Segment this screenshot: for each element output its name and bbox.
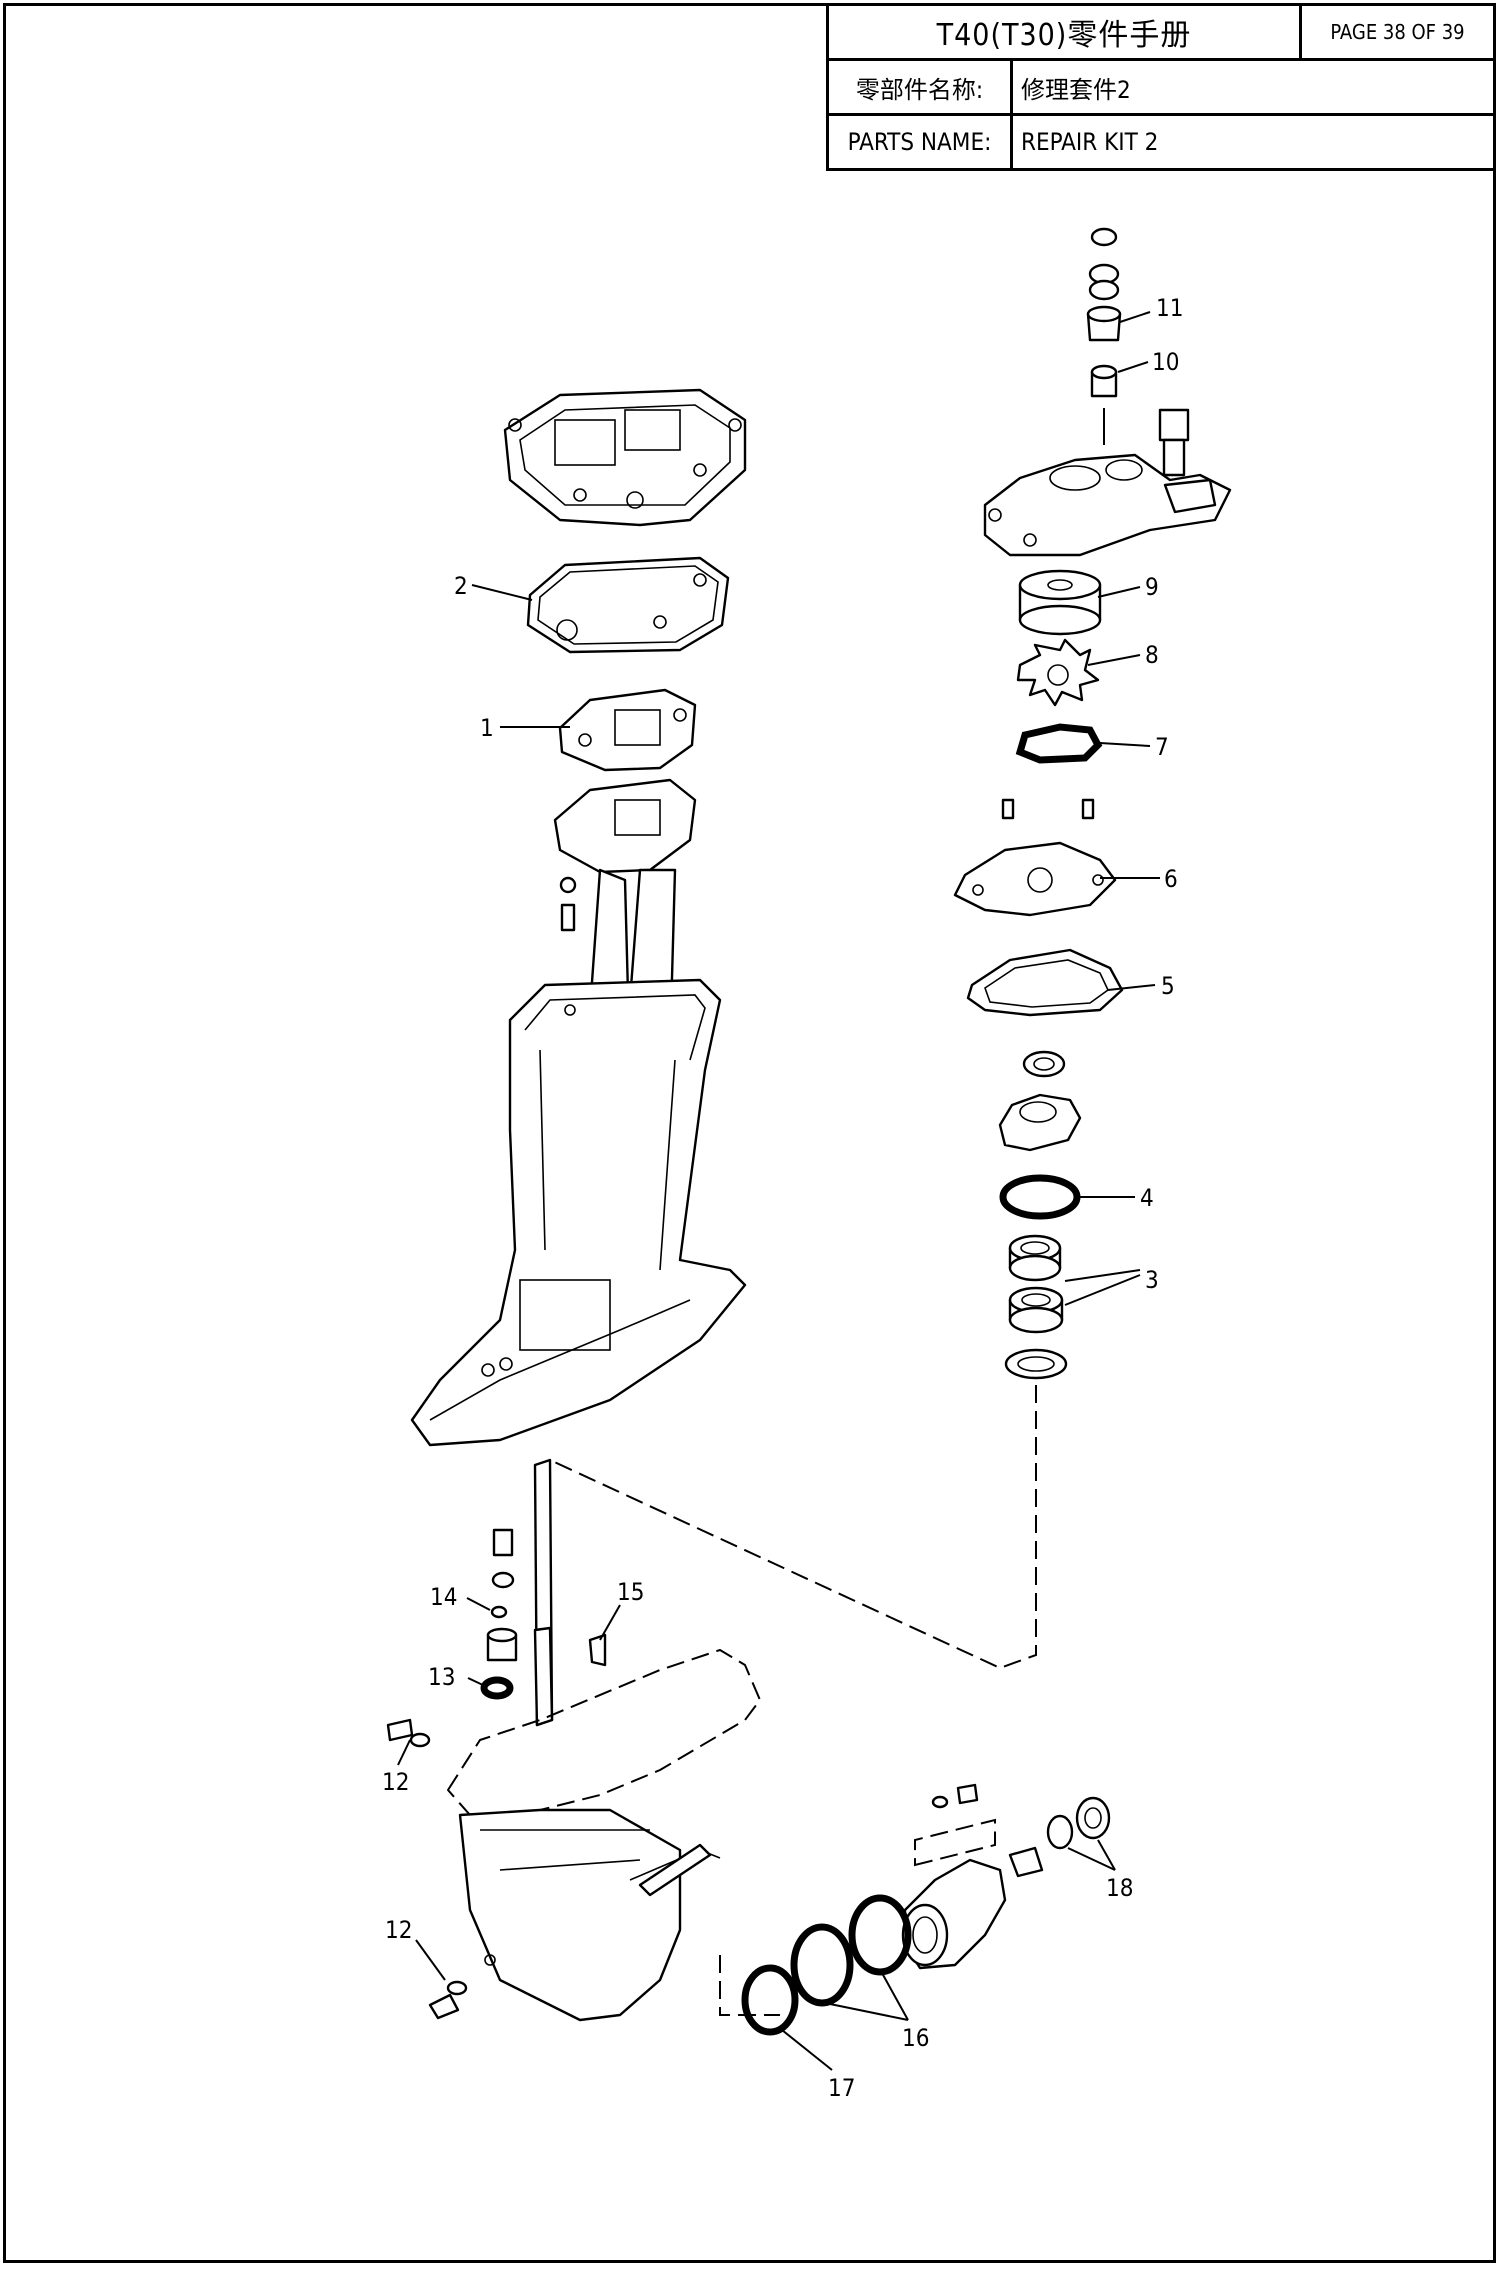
callout-10: 10 xyxy=(1152,348,1179,376)
title-block: T40(T30)零件手册 PAGE 38 OF 39 零部件名称: 修理套件2 … xyxy=(826,3,1496,171)
callout-1: 1 xyxy=(480,714,494,742)
parts-name-label-cn: 零部件名称: xyxy=(826,58,1013,116)
lower-unit xyxy=(386,1458,1111,2036)
leader-lines xyxy=(397,311,1160,2071)
callout-2: 2 xyxy=(454,572,468,600)
callout-labels: 1 2 3 4 5 6 7 8 9 10 11 12 12 13 14 15 1… xyxy=(382,294,1183,2102)
gasket-part-2 xyxy=(526,556,730,654)
callout-3: 3 xyxy=(1145,1266,1159,1294)
callout-6: 6 xyxy=(1164,865,1178,893)
callout-17: 17 xyxy=(828,2074,855,2102)
callout-5: 5 xyxy=(1161,972,1175,1000)
parts-name-value-cn: 修理套件2 xyxy=(1010,58,1496,116)
callout-16: 16 xyxy=(902,2024,929,2052)
callout-7: 7 xyxy=(1155,733,1169,761)
callout-8: 8 xyxy=(1145,641,1159,669)
manual-title: T40(T30)零件手册 xyxy=(826,3,1302,61)
callout-12a: 12 xyxy=(382,1768,409,1796)
water-pump-stack xyxy=(953,227,1232,1380)
callout-18: 18 xyxy=(1106,1874,1133,1902)
parts-name-label-en: PARTS NAME: xyxy=(826,113,1013,171)
callout-13: 13 xyxy=(428,1663,455,1691)
callout-14: 14 xyxy=(430,1583,457,1611)
page-number: PAGE 38 OF 39 xyxy=(1299,3,1496,61)
exhaust-gasket-part-1 xyxy=(558,688,697,772)
callout-4: 4 xyxy=(1140,1184,1154,1212)
callout-9: 9 xyxy=(1145,573,1159,601)
engine-base-plate xyxy=(503,388,747,527)
callout-15: 15 xyxy=(617,1578,644,1606)
callout-11: 11 xyxy=(1156,294,1183,322)
drive-shaft-housing xyxy=(410,978,747,1447)
parts-name-value-en: REPAIR KIT 2 xyxy=(1010,113,1496,171)
callout-12b: 12 xyxy=(385,1916,412,1944)
page-frame xyxy=(3,3,1496,2263)
